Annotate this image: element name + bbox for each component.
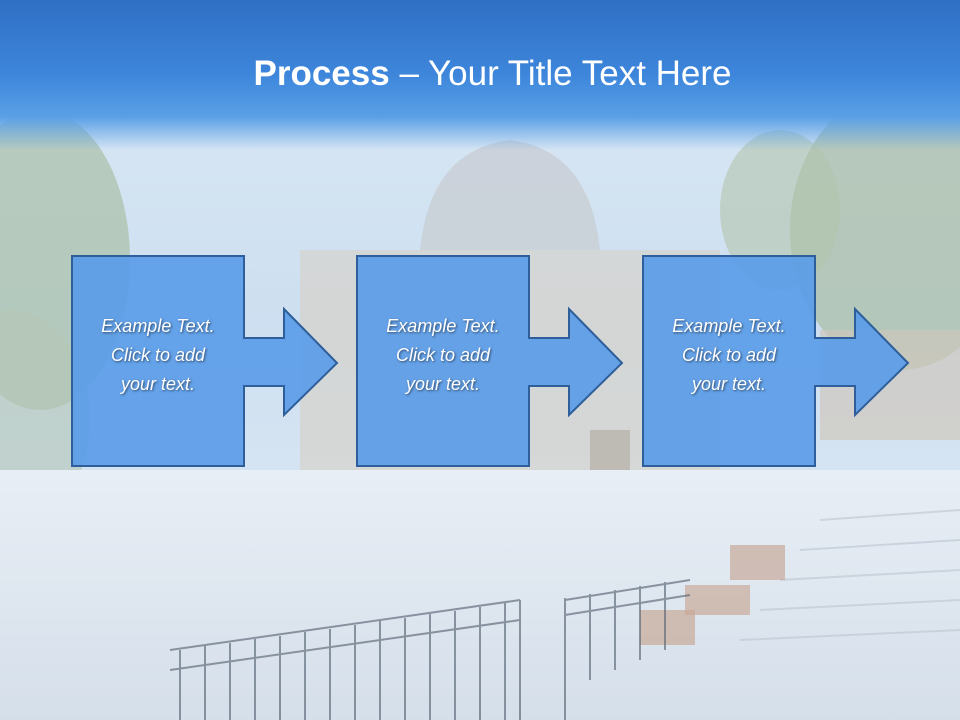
title-text: Your Title Text Here bbox=[428, 54, 732, 93]
step-line-2: Click to add bbox=[395, 345, 491, 365]
step-line-3: your text. bbox=[120, 374, 196, 394]
title-bold-word: Process bbox=[253, 54, 390, 93]
step-line-2: Click to add bbox=[110, 345, 206, 365]
process-step-2[interactable]: Example Text. Click to add your text. bbox=[356, 255, 627, 468]
title-bar bbox=[0, 0, 960, 150]
process-step-1[interactable]: Example Text. Click to add your text. bbox=[71, 255, 342, 468]
slide-title[interactable]: Process – Your Title Text Here bbox=[0, 52, 960, 96]
process-step-3[interactable]: Example Text. Click to add your text. bbox=[642, 255, 913, 468]
step-text: Example Text. Click to add your text. bbox=[643, 312, 815, 399]
step-line-3: your text. bbox=[691, 374, 767, 394]
step-arrow-shape bbox=[356, 255, 624, 467]
step-line-1: Example Text. bbox=[101, 316, 215, 336]
step-text: Example Text. Click to add your text. bbox=[357, 312, 529, 399]
step-arrow-shape bbox=[642, 255, 910, 467]
title-separator: – bbox=[389, 54, 428, 93]
step-line-1: Example Text. bbox=[672, 316, 786, 336]
step-line-2: Click to add bbox=[681, 345, 777, 365]
step-text: Example Text. Click to add your text. bbox=[72, 312, 244, 399]
step-line-1: Example Text. bbox=[386, 316, 500, 336]
step-line-3: your text. bbox=[405, 374, 481, 394]
step-arrow-shape bbox=[71, 255, 339, 467]
